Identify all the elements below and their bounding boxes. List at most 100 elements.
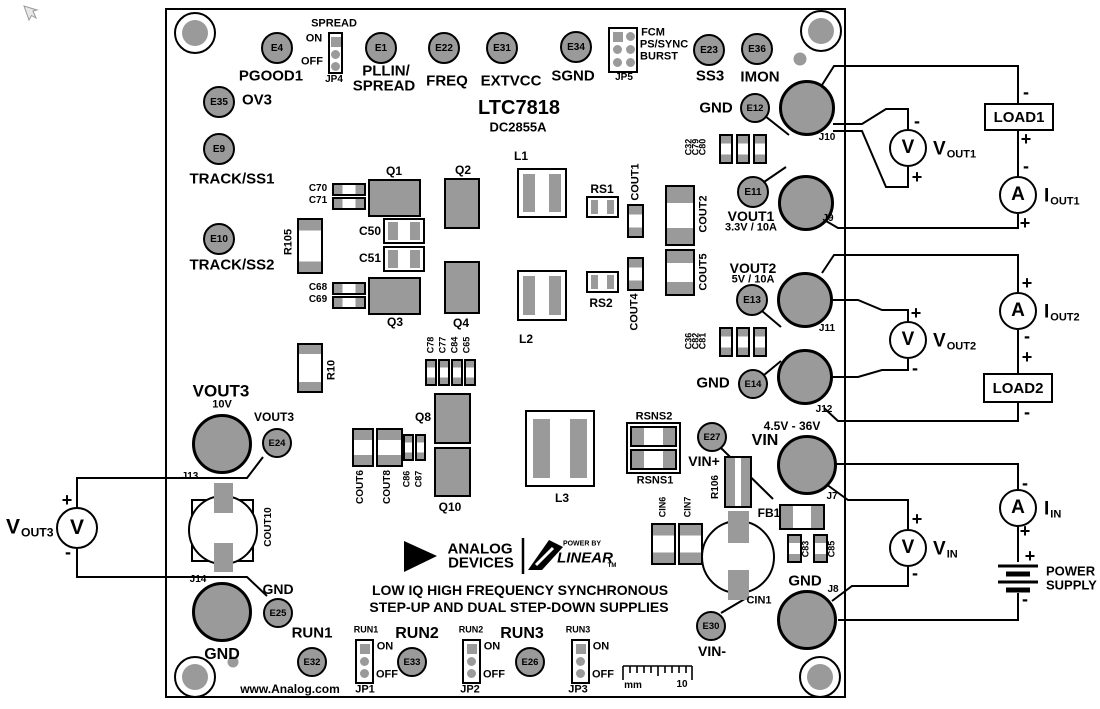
jumper-pin: [331, 50, 340, 59]
label-j14: J14: [189, 574, 207, 585]
jumper-pin: [330, 37, 341, 47]
wire-vmeter1-bottom: [833, 130, 909, 188]
label-vin-plus: VIN+: [688, 453, 720, 469]
jumper-pin: [331, 62, 340, 71]
cap-cout6: [352, 428, 374, 467]
label-sgnd: SGND: [551, 67, 595, 85]
jack-j9: [778, 175, 834, 231]
label-j8: J8: [827, 584, 839, 595]
res-r106: [724, 456, 752, 508]
ref-c85: C85: [826, 540, 837, 558]
polarity-sign: -: [912, 563, 918, 583]
label-ss3: SS3: [695, 67, 725, 85]
cap-c89: [332, 296, 366, 309]
jumper-pin: [466, 644, 477, 654]
ref-q2: Q2: [454, 163, 472, 177]
cap-c32: [719, 134, 733, 164]
ref-r105: R105: [282, 228, 295, 256]
ref-c50: C50: [358, 224, 382, 238]
ref-rs2: RS2: [589, 296, 613, 310]
jumper-jp2: [462, 639, 481, 684]
fet-q8: [434, 393, 471, 444]
ref-q10: Q10: [438, 500, 462, 514]
external-wires: [76, 65, 1019, 621]
polarity-sign: -: [1022, 589, 1028, 609]
polarity-sign: -: [1022, 473, 1028, 493]
testpoint-e11: E11: [737, 176, 769, 208]
label-pllin: PLLIN/: [362, 62, 410, 80]
power-supply-label-line1: POWER: [1046, 563, 1096, 579]
wire-iin-top: [823, 447, 1019, 489]
label-gnd-bottom-left: GND: [204, 646, 240, 663]
jumper-pin: [575, 644, 586, 654]
battery-icon: [998, 564, 1038, 593]
meter-label-vin: VIN: [933, 538, 958, 561]
label-j12: J12: [815, 404, 833, 415]
label-vin-minus: VIN-: [698, 643, 726, 659]
mouse-cursor-icon: [23, 5, 39, 22]
cap-cout4: [627, 257, 644, 291]
cap-c81: [753, 327, 767, 357]
cap-cin6: [651, 523, 676, 565]
cout10-pad: [214, 543, 233, 572]
testpoint-e33: E33: [397, 647, 427, 677]
label-gnd-j8: GND: [788, 572, 822, 590]
ref-fb1: FB1: [757, 506, 781, 520]
ref-q1: Q1: [385, 164, 403, 178]
cap-c65: [464, 359, 476, 386]
label-jp4-off: OFF: [301, 55, 323, 68]
label-vout3-voltage: 10V: [212, 398, 232, 411]
analog-url: www.Analog.com: [240, 682, 340, 696]
label-jp1-on: ON: [376, 640, 394, 653]
polarity-sign: -: [65, 542, 71, 562]
testpoint-e1: E1: [365, 32, 397, 64]
label-j9: J9: [822, 213, 834, 224]
jumper-pin: [576, 657, 585, 666]
brand-devices: DEVICES: [448, 554, 514, 572]
load2-box: LOAD2: [983, 373, 1053, 403]
cap-c85: [813, 534, 828, 563]
load1-box: LOAD1: [984, 103, 1054, 131]
label-gnd-e14: GND: [696, 374, 730, 392]
label-imon: IMON: [740, 68, 780, 86]
label-vout2-rating: 5V / 10A: [731, 273, 775, 286]
ref-r106: R106: [710, 475, 721, 499]
jumper-pin: [576, 669, 585, 678]
fet-q1: [368, 179, 421, 217]
polarity-sign: +: [1021, 347, 1033, 367]
testpoint-e12: E12: [740, 93, 770, 123]
testpoint-e34: E34: [560, 31, 592, 63]
testpoint-e30: E30: [696, 611, 726, 641]
testpoint-e32: E32: [297, 647, 327, 677]
polarity-sign: -: [1024, 402, 1030, 422]
inductor-l3: [525, 410, 595, 487]
trace-e12: [764, 115, 790, 136]
wire-iout2-top: [821, 254, 1019, 292]
label-run3: RUN3: [500, 625, 544, 642]
wire-iout1-return: [825, 214, 1019, 229]
polarity-sign: -: [914, 111, 920, 131]
ref-c65: C65: [461, 336, 472, 354]
jumper-pin: [360, 669, 369, 678]
label-j13: J13: [181, 471, 199, 482]
fiducial-dot: [227, 656, 239, 668]
ref-c78: C78: [425, 336, 436, 354]
res-rs2: [586, 271, 619, 293]
cap-cout5: [665, 249, 695, 296]
testpoint-e13: E13: [736, 284, 768, 316]
label-spread: SPREAD: [352, 77, 416, 95]
label-jp3-off: OFF: [592, 668, 614, 681]
board-number: DC2855A: [489, 119, 547, 135]
label-vout1-rating: 3.3V / 10A: [725, 221, 777, 234]
cap-c50: [383, 218, 425, 244]
linear-lt-logo-icon: [528, 540, 563, 570]
res-rsns1: [630, 449, 677, 470]
ref-q4: Q4: [452, 316, 470, 330]
res-rsns2: [630, 426, 677, 447]
ref-cout8: COUT8: [382, 470, 393, 504]
cap-c78: [425, 359, 437, 386]
ref-cout4: COUT4: [628, 293, 641, 331]
polarity-sign: +: [1019, 213, 1031, 233]
ref-c81: C81: [697, 332, 708, 350]
label-vout1: VOUT1: [727, 208, 775, 224]
